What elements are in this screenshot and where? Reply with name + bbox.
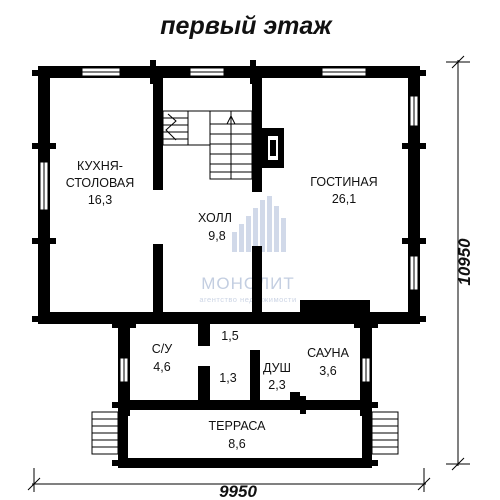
terrace [112, 404, 378, 468]
terrace-area: 8,6 [228, 437, 245, 451]
terrace-label: ТЕРРАСА [209, 419, 267, 433]
watermark-logo: МОНОЛИТ агентство недвижимости [199, 196, 296, 304]
window-left-kitchen [39, 161, 49, 211]
window-top-kitchen [81, 67, 121, 77]
window-sauna [361, 357, 371, 383]
window-top-stair [189, 67, 225, 77]
fireplace [262, 128, 284, 168]
window-right-living-upper [409, 95, 419, 127]
shower-label: ДУШ [263, 361, 291, 375]
lower-walls [112, 316, 378, 416]
dimension-line-width [27, 468, 431, 492]
kitchen-area: 16,3 [88, 193, 112, 207]
kitchen-label-line2: СТОЛОВАЯ [66, 176, 134, 190]
terrace-stairs-right [371, 411, 399, 455]
bath-area: 4,6 [153, 360, 170, 374]
shower-area: 2,3 [268, 378, 285, 392]
kitchen-label-line1: КУХНЯ- [77, 159, 123, 173]
hall-label: ХОЛЛ [198, 211, 232, 225]
living-area: 26,1 [332, 192, 356, 206]
watermark-name: МОНОЛИТ [201, 274, 294, 293]
corridor-area: 1,5 [221, 329, 238, 343]
dimension-width: 9950 [219, 482, 257, 500]
passage-area: 1,3 [219, 371, 236, 385]
bath-label: С/У [152, 342, 173, 356]
plan-title: первый этаж [160, 12, 333, 40]
watermark-icon [232, 196, 286, 252]
living-label: ГОСТИНАЯ [310, 175, 377, 189]
window-bath [119, 357, 129, 383]
interior-walls [153, 78, 370, 406]
window-top-living [321, 67, 367, 77]
dimension-height: 10950 [455, 238, 474, 286]
staircase [162, 110, 253, 180]
sauna-label: САУНА [307, 346, 350, 360]
window-right-living-lower [409, 255, 419, 291]
dimension-line-height [446, 55, 470, 471]
hall-area: 9,8 [208, 229, 225, 243]
watermark-tagline: агентство недвижимости [199, 295, 296, 304]
terrace-stairs-left [91, 411, 119, 455]
sauna-area: 3,6 [319, 364, 336, 378]
